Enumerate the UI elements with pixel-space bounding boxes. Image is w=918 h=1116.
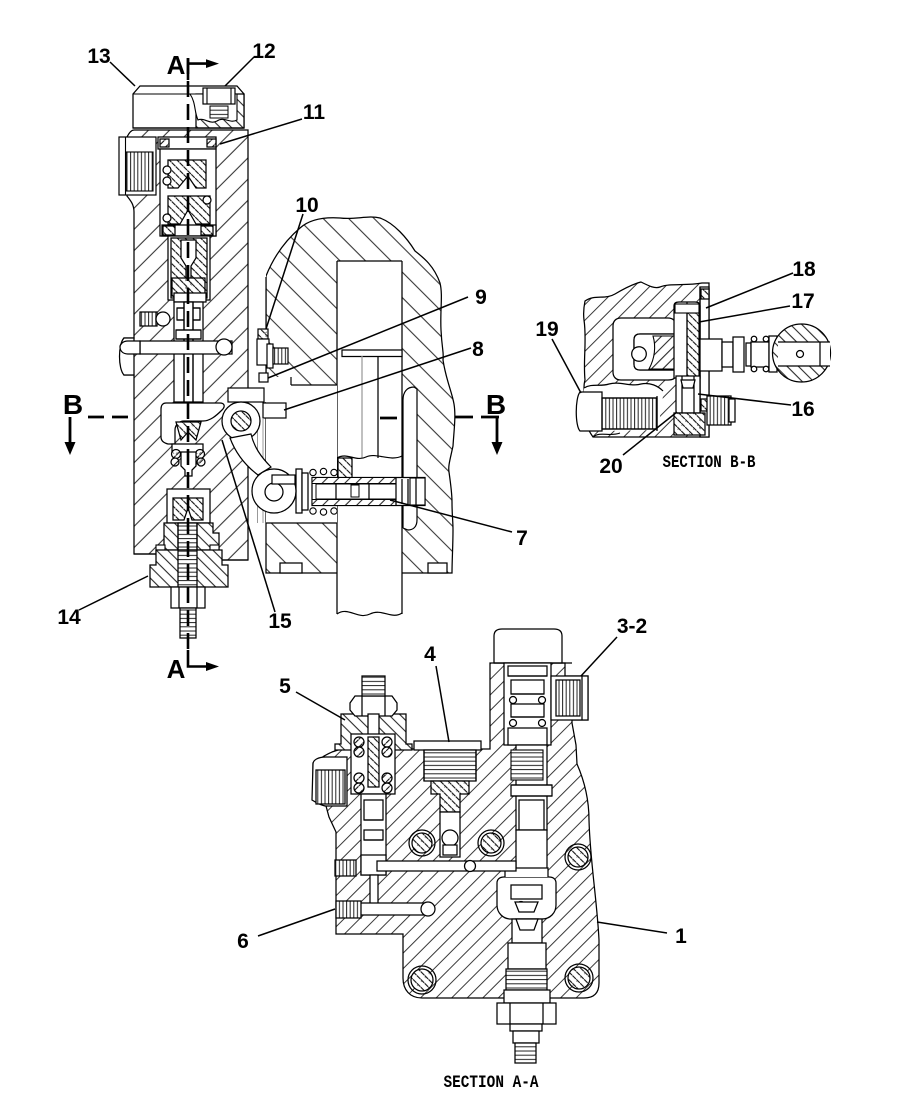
svg-text:4: 4 bbox=[424, 643, 436, 666]
svg-text:5: 5 bbox=[279, 675, 291, 698]
svg-text:12: 12 bbox=[252, 40, 275, 63]
svg-text:B: B bbox=[486, 389, 506, 420]
svg-text:19: 19 bbox=[535, 318, 558, 341]
svg-text:17: 17 bbox=[791, 290, 814, 313]
svg-text:A: A bbox=[167, 50, 186, 80]
svg-text:11: 11 bbox=[303, 101, 326, 124]
svg-text:7: 7 bbox=[516, 527, 528, 550]
svg-text:18: 18 bbox=[792, 258, 816, 281]
svg-text:3-2: 3-2 bbox=[617, 615, 647, 638]
svg-text:A: A bbox=[167, 654, 186, 684]
svg-text:13: 13 bbox=[87, 45, 110, 68]
svg-text:8: 8 bbox=[472, 338, 484, 361]
svg-text:16: 16 bbox=[791, 398, 814, 421]
svg-text:B: B bbox=[63, 389, 83, 420]
svg-text:9: 9 bbox=[475, 286, 487, 309]
svg-text:15: 15 bbox=[268, 610, 292, 633]
svg-text:10: 10 bbox=[295, 194, 318, 217]
svg-text:1: 1 bbox=[675, 925, 687, 948]
svg-text:6: 6 bbox=[237, 930, 249, 953]
svg-text:14: 14 bbox=[57, 606, 81, 629]
svg-text:20: 20 bbox=[599, 455, 622, 478]
svg-text:SECTION A-A: SECTION A-A bbox=[444, 1073, 539, 1093]
svg-text:SECTION B-B: SECTION B-B bbox=[663, 453, 756, 473]
